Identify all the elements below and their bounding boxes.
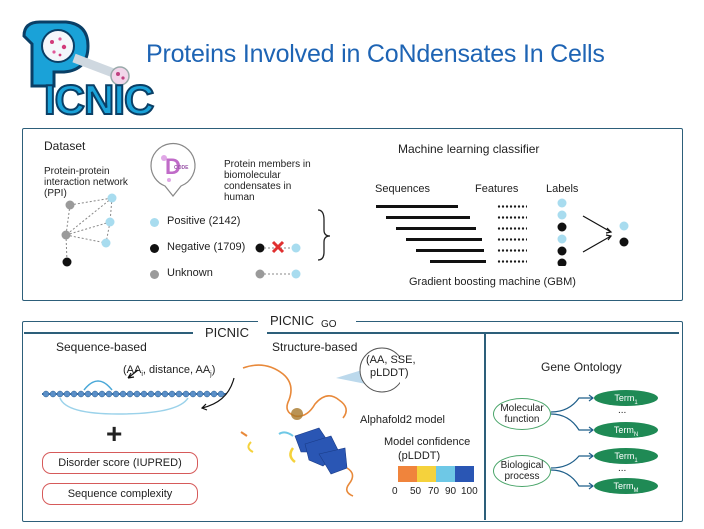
ppi-node: [62, 257, 72, 267]
sequence-bar: [406, 238, 482, 241]
members-line-3: condensates in: [224, 181, 292, 192]
unknown-label: Unknown: [167, 267, 213, 279]
gbm-label: Gradient boosting machine (GBM): [409, 276, 576, 288]
confidence-tick: 0: [392, 486, 398, 497]
sequence-bar: [416, 249, 484, 252]
ppi-node: [65, 200, 75, 210]
sequences-label: Sequences: [375, 183, 431, 195]
logo: ICNIC: [14, 14, 162, 124]
sequence-bar: [386, 216, 470, 219]
go-divider: [484, 333, 486, 520]
plus-sign: +: [106, 418, 123, 449]
picnic-go-panel: [22, 321, 683, 522]
sequence-bar: [430, 260, 486, 263]
cd-code-label: CODE: [174, 165, 189, 171]
confidence-color-very-high: [455, 466, 474, 482]
confidence-tick: 70: [428, 486, 440, 497]
members-line-1: Protein members in: [224, 159, 311, 170]
ppi-node: [61, 230, 71, 240]
labels-label: Labels: [546, 183, 579, 195]
confidence-line-2: (pLDDT): [398, 450, 441, 462]
confidence-tick: 100: [461, 486, 478, 497]
feature-row: [497, 238, 527, 241]
dataset-heading: Dataset: [44, 139, 86, 153]
negative-label: Negative (1709): [167, 241, 246, 253]
confidence-tick: 90: [445, 486, 457, 497]
feature-row: [497, 249, 527, 252]
mf-ellipsis: ...: [618, 405, 627, 416]
picnic-divider: [24, 332, 679, 334]
structure-bubble: (AA, SSE, pLDDT): [336, 344, 422, 396]
sequence-bar: [396, 227, 476, 230]
features-label: Features: [475, 183, 519, 195]
feature-row: [497, 205, 527, 208]
sequence-bar: [376, 205, 458, 208]
ppi-network-graph: [61, 193, 117, 267]
confidence-line-1: Model confidence: [384, 436, 471, 448]
confidence-colorbar: [398, 466, 474, 482]
label-pair-icons: [255, 209, 331, 279]
structure-based-heading: Structure-based: [272, 340, 358, 354]
picnic-go-label: PICNIC: [270, 313, 315, 328]
members-line-2: biomolecular: [224, 170, 281, 181]
negative-dot: [150, 244, 159, 253]
page-title: Proteins Involved in CoNdensates In Cell…: [146, 40, 605, 68]
picnic-tab: PICNIC: [193, 325, 267, 341]
disorder-score-box: Disorder score (IUPRED): [42, 452, 198, 474]
ppi-node: [105, 217, 115, 227]
alphafold-structure-image: [240, 364, 354, 497]
positive-dot: [150, 218, 159, 227]
svg-text:D: D: [165, 154, 181, 179]
ppi-node: [101, 238, 111, 248]
label-column: [557, 198, 629, 266]
go-branch-arrows: [550, 394, 594, 490]
bubble-line-1: (AA, SSE,: [366, 354, 416, 366]
alphafold-label: Alphafold2 model: [360, 414, 446, 426]
red-x-icon: [271, 240, 285, 254]
feature-row: [497, 216, 527, 219]
ml-heading: Machine learning classifier: [398, 142, 540, 156]
sequence-complexity-box: Sequence complexity: [42, 483, 198, 505]
sequence-chain-diagram: [42, 369, 235, 415]
unknown-dot: [150, 270, 159, 279]
sequence-based-heading: Sequence-based: [56, 340, 147, 354]
picnic-go-tab: PICNIC GO: [258, 312, 356, 330]
confidence-color-very-low: [398, 466, 417, 482]
ppi-node: [107, 193, 117, 203]
positive-label: Positive (2142): [167, 215, 241, 227]
go-term-mf-n: TermN: [594, 422, 658, 438]
seq-formula: (AAi, distance, AAj): [123, 364, 216, 379]
bp-ellipsis: ...: [618, 463, 627, 474]
dataset-ml-panel: [22, 128, 683, 301]
picnic-go-sub: GO: [321, 319, 337, 330]
go-term-bp-1: Term1: [594, 448, 658, 464]
picnic-label: PICNIC: [205, 325, 250, 340]
feature-row: [497, 260, 527, 263]
feature-row: [497, 227, 527, 230]
go-heading: Gene Ontology: [541, 360, 622, 374]
confidence-color-low: [417, 466, 436, 482]
ppi-label-1: Protein-protein: [44, 166, 110, 177]
svg-text:ICNIC: ICNIC: [44, 76, 154, 120]
go-term-bp-m: TermM: [594, 478, 658, 494]
ppi-label-2: interaction network: [44, 177, 128, 188]
go-term-mf-1: Term1: [594, 390, 658, 406]
cd-code-badge: D CODE: [147, 140, 199, 197]
ppi-label-3: (PPI): [44, 188, 67, 199]
confidence-tick: 50: [410, 486, 422, 497]
members-line-4: human: [224, 192, 255, 203]
confidence-color-high: [436, 466, 455, 482]
bubble-line-2: pLDDT): [370, 367, 409, 379]
